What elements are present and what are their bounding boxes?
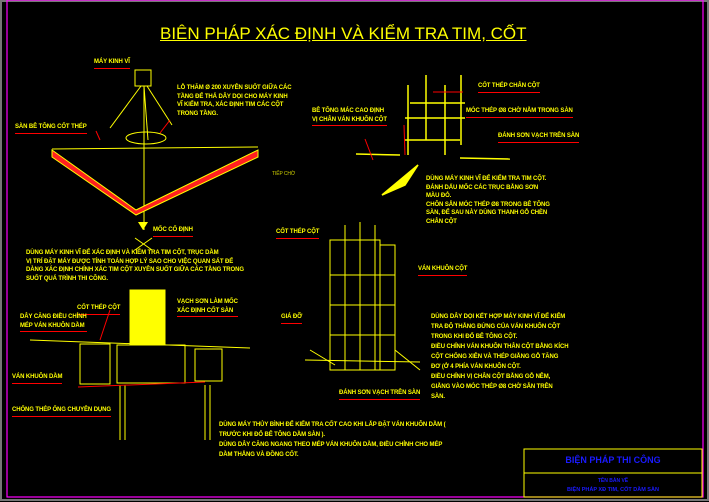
bullet-notes: DÙNG MÁY KINH VĨ ĐỂ KIỂM TRA TIM CỘT.ĐÁN… — [426, 176, 550, 225]
leader-lines — [77, 91, 463, 388]
beam-formwork — [29, 289, 251, 440]
slab-section — [51, 146, 259, 251]
label-hook-steel: MÓC THÉP Ø8 CHỜ NẰM TRONG SÀN — [466, 107, 573, 118]
label-paint-mark-bottom: ĐÁNH SƠN VẠCH TRÊN SÀN — [339, 389, 420, 400]
label-column-steel-right: CỐT THÉP CỘT — [276, 228, 319, 239]
title-block-sub2: BIỆN PHÁP XĐ TIM, CỐT DẦM SÀN — [567, 487, 659, 493]
note-level-check: DÙNG MÁY THỦY BÌNH ĐỂ KIỂM TRA CỐT CAO K… — [219, 422, 446, 458]
title-block-sub1: TÊN BẢN VẼ — [597, 478, 629, 484]
label-column-base-steel: CỐT THÉP CHÂN CỘT — [478, 82, 540, 93]
label-column-steel-left: CỐT THÉP CỘT — [77, 304, 120, 315]
label-support: GIÁ ĐỠ — [281, 313, 302, 324]
drawing-title: BIÊN PHÁP XÁC ĐỊNH VÀ KIỂM TRA TIM, CỐT — [160, 24, 527, 43]
label-paint-mark-top: ĐÁNH SƠN VẠCH TRÊN SÀN — [498, 132, 579, 143]
label-theodolite: MÁY KINH VĨ — [94, 58, 130, 69]
label-steel-prop: CHỐNG THÉP ỐNG CHUYÊN DỤNG — [12, 406, 111, 417]
drawing-frame — [6, 0, 704, 498]
label-beam-formwork: VÁN KHUÔN DẦM — [12, 373, 62, 384]
label-slab: SÀN BÊ TÔNG CỐT THÉP — [15, 123, 87, 134]
theodolite-figure — [109, 69, 173, 230]
label-fixed-mark: MỐC CỐ ĐỊNH — [153, 226, 193, 237]
column-formwork — [304, 222, 421, 371]
column-base-cage — [355, 75, 511, 196]
note-theodolite-usage: DÙNG MÁY KINH VĨ ĐỂ XÁC ĐỊNH VÀ KIỂM TRA… — [26, 250, 244, 282]
label-column-formwork: VÁN KHUÔN CỘT — [418, 265, 467, 276]
label-tiep-cho: TIẾP CHỜ — [272, 171, 296, 177]
note-plumb-check: DÙNG DÂY DỌI KẾT HỢP MÁY KINH VĨ ĐỂ KIỂM… — [431, 314, 569, 400]
title-block-heading: BIỆN PHÁP THI CÔNG — [565, 455, 661, 465]
